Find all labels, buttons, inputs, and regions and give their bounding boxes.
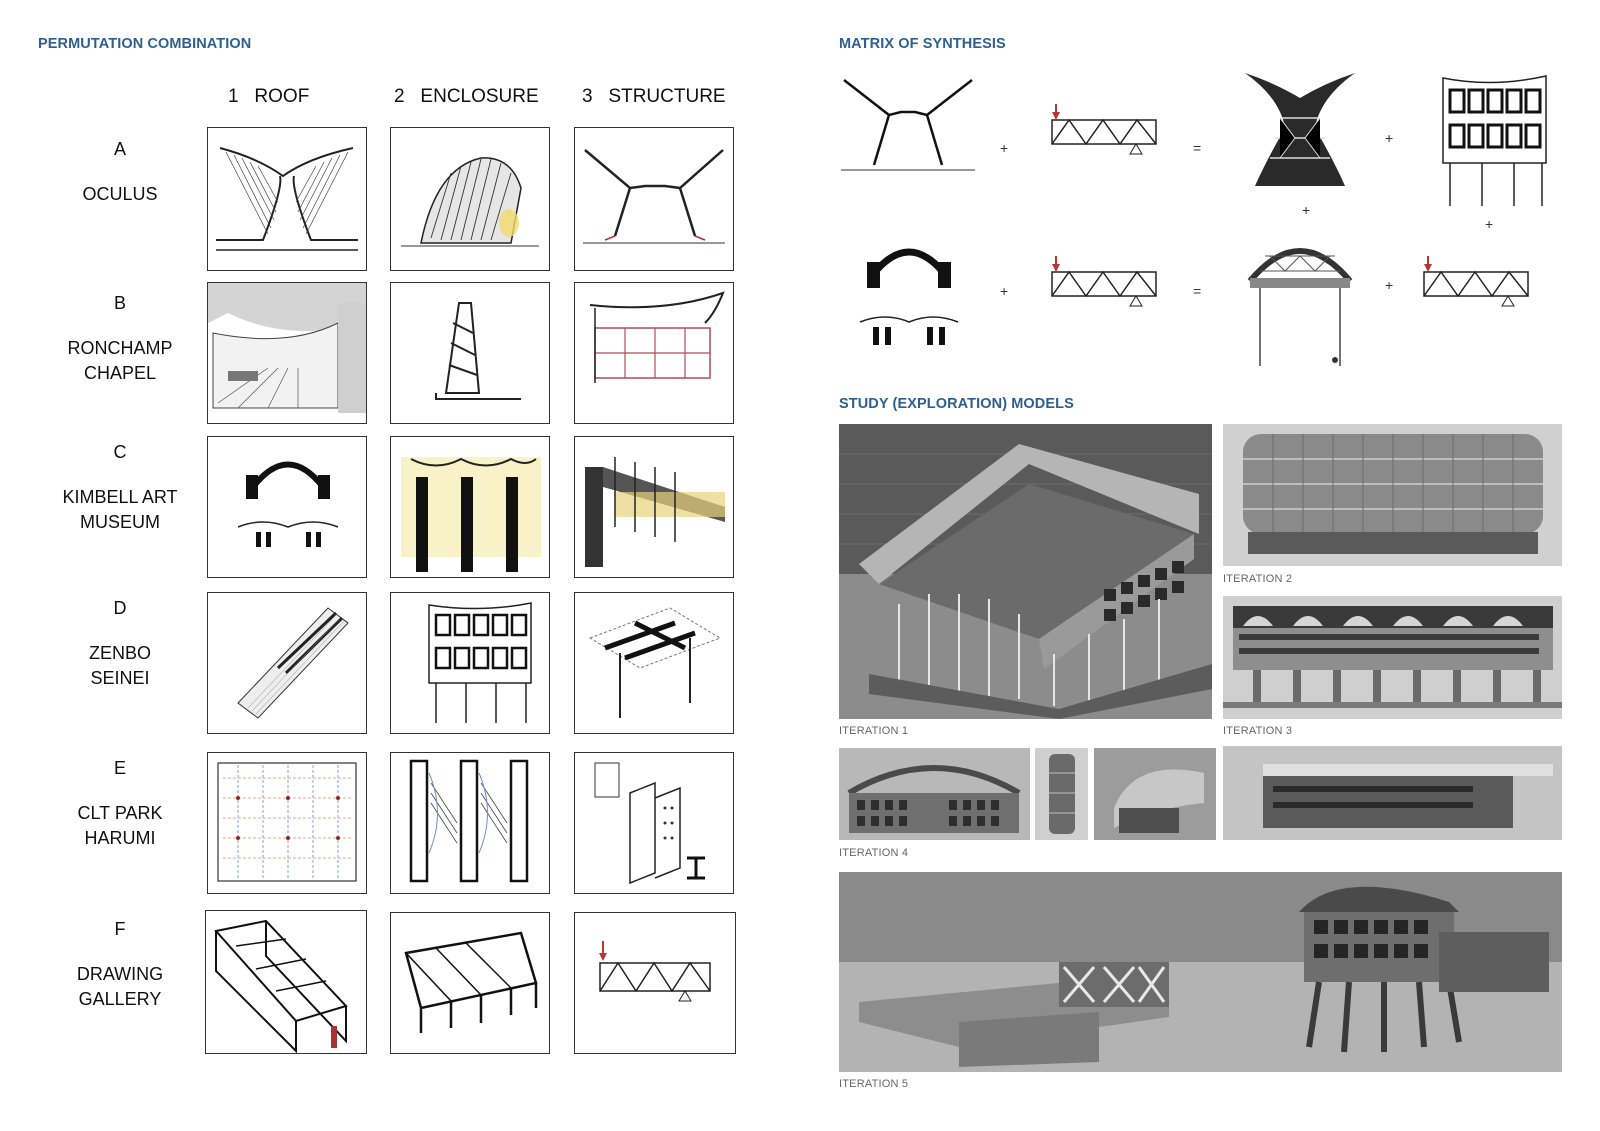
photo-iteration-4a	[839, 748, 1030, 840]
clt-enclosure-drawing	[409, 759, 529, 883]
oculus-enclosure-drawing	[401, 157, 539, 247]
clt-structure-drawing	[594, 762, 705, 885]
zenbo-enclosure-drawing	[428, 602, 532, 723]
matrix-truss-3	[1410, 248, 1545, 324]
sketch-ronchamp-enclosure	[390, 282, 550, 424]
plus-operator: +	[1385, 130, 1394, 146]
matrix-zenbo-drawing	[1442, 75, 1547, 206]
models-heading: STUDY (EXPLORATION) MODELS	[839, 396, 1074, 412]
gallery-roof-drawing	[214, 919, 348, 1053]
photo-iteration-5	[839, 872, 1562, 1072]
sketch-ronchamp-roof	[207, 282, 367, 424]
caption-iteration-2: ITERATION 2	[1223, 573, 1293, 585]
truss-drawing	[1051, 256, 1157, 307]
sketch-kimbell-structure	[574, 436, 734, 578]
photo-iteration-4d	[1223, 746, 1562, 840]
matrix-kimbell-roof	[845, 232, 973, 372]
result-kimbell-drawing	[1247, 248, 1353, 366]
matrix-truss-1	[1040, 98, 1172, 170]
photo-iteration-2	[1223, 424, 1562, 566]
gallery-enclosure-drawing	[404, 931, 538, 1033]
sketch-oculus-structure	[574, 127, 734, 271]
sketch-gallery-roof	[205, 910, 367, 1054]
oculus-roof-drawing	[216, 147, 358, 251]
model-iteration-4b	[1035, 748, 1088, 840]
column-header-enclosure: 2 ENCLOSURE	[394, 86, 539, 107]
caption-iteration-1: ITERATION 1	[839, 725, 909, 737]
matrix-oculus-structure	[839, 70, 977, 198]
kimbell-roof-drawing	[237, 461, 339, 547]
sketch-oculus-enclosure	[390, 127, 550, 271]
sketch-kimbell-roof	[207, 436, 367, 578]
column-header-structure: 3 STRUCTURE	[582, 86, 726, 107]
equals-operator: =	[1193, 140, 1202, 156]
matrix-result-2	[1240, 226, 1360, 376]
model-iteration-4a	[839, 748, 1030, 840]
kimbell-structure-drawing	[585, 457, 725, 567]
sketch-zenbo-enclosure	[390, 592, 550, 734]
plus-operator: +	[1000, 140, 1009, 156]
zenbo-structure-drawing	[588, 607, 722, 718]
sketch-clt-enclosure	[390, 752, 550, 894]
matrix-truss-2	[1040, 250, 1172, 322]
result-oculus-drawing	[1245, 73, 1355, 186]
plus-operator: +	[1000, 283, 1009, 299]
ronchamp-structure-drawing	[589, 291, 725, 383]
equals-operator: =	[1193, 283, 1202, 299]
truss-drawing	[1051, 104, 1157, 155]
zenbo-roof-drawing	[237, 607, 349, 719]
plus-operator: +	[1302, 202, 1311, 218]
model-iteration-2	[1223, 424, 1562, 566]
matrix-kimbell-drawing	[859, 248, 959, 345]
sketch-gallery-enclosure	[390, 912, 550, 1054]
plus-operator: +	[1385, 277, 1394, 293]
clt-roof-drawing	[217, 762, 357, 882]
photo-iteration-4c	[1094, 748, 1216, 840]
oculus-structure-drawing	[583, 149, 725, 244]
model-iteration-5	[839, 872, 1562, 1072]
sketch-clt-roof	[207, 752, 367, 894]
sketch-clt-structure	[574, 752, 734, 894]
caption-iteration-3: ITERATION 3	[1223, 725, 1293, 737]
photo-iteration-4b	[1035, 748, 1088, 840]
model-iteration-4d	[1223, 746, 1562, 840]
caption-iteration-5: ITERATION 5	[839, 1078, 909, 1090]
column-header-roof: 1 ROOF	[228, 86, 310, 107]
truss-drawing	[1423, 256, 1529, 307]
sketch-gallery-structure	[574, 912, 736, 1054]
sketch-zenbo-roof	[207, 592, 367, 734]
matrix-oculus-drawing	[841, 79, 975, 171]
photo-iteration-3	[1223, 596, 1562, 719]
kimbell-enclosure-drawing	[401, 457, 541, 572]
sketch-oculus-roof	[207, 127, 367, 271]
matrix-result-1	[1235, 68, 1365, 193]
permutation-heading: PERMUTATION COMBINATION	[38, 36, 252, 52]
model-iteration-3	[1223, 596, 1562, 719]
gallery-structure-drawing	[599, 941, 711, 1002]
matrix-heading: MATRIX OF SYNTHESIS	[839, 36, 1006, 52]
photo-iteration-1	[839, 424, 1212, 719]
model-iteration-4c	[1094, 748, 1216, 840]
model-iteration-1	[839, 424, 1212, 719]
sketch-kimbell-enclosure	[390, 436, 550, 578]
ronchamp-enclosure-drawing	[435, 302, 521, 400]
sketch-zenbo-structure	[574, 592, 734, 734]
sketch-ronchamp-structure	[574, 282, 734, 424]
plus-operator: +	[1485, 216, 1494, 232]
ronchamp-roof-drawing	[208, 283, 366, 413]
caption-iteration-4: ITERATION 4	[839, 847, 909, 859]
matrix-zenbo-enclosure	[1418, 68, 1550, 212]
